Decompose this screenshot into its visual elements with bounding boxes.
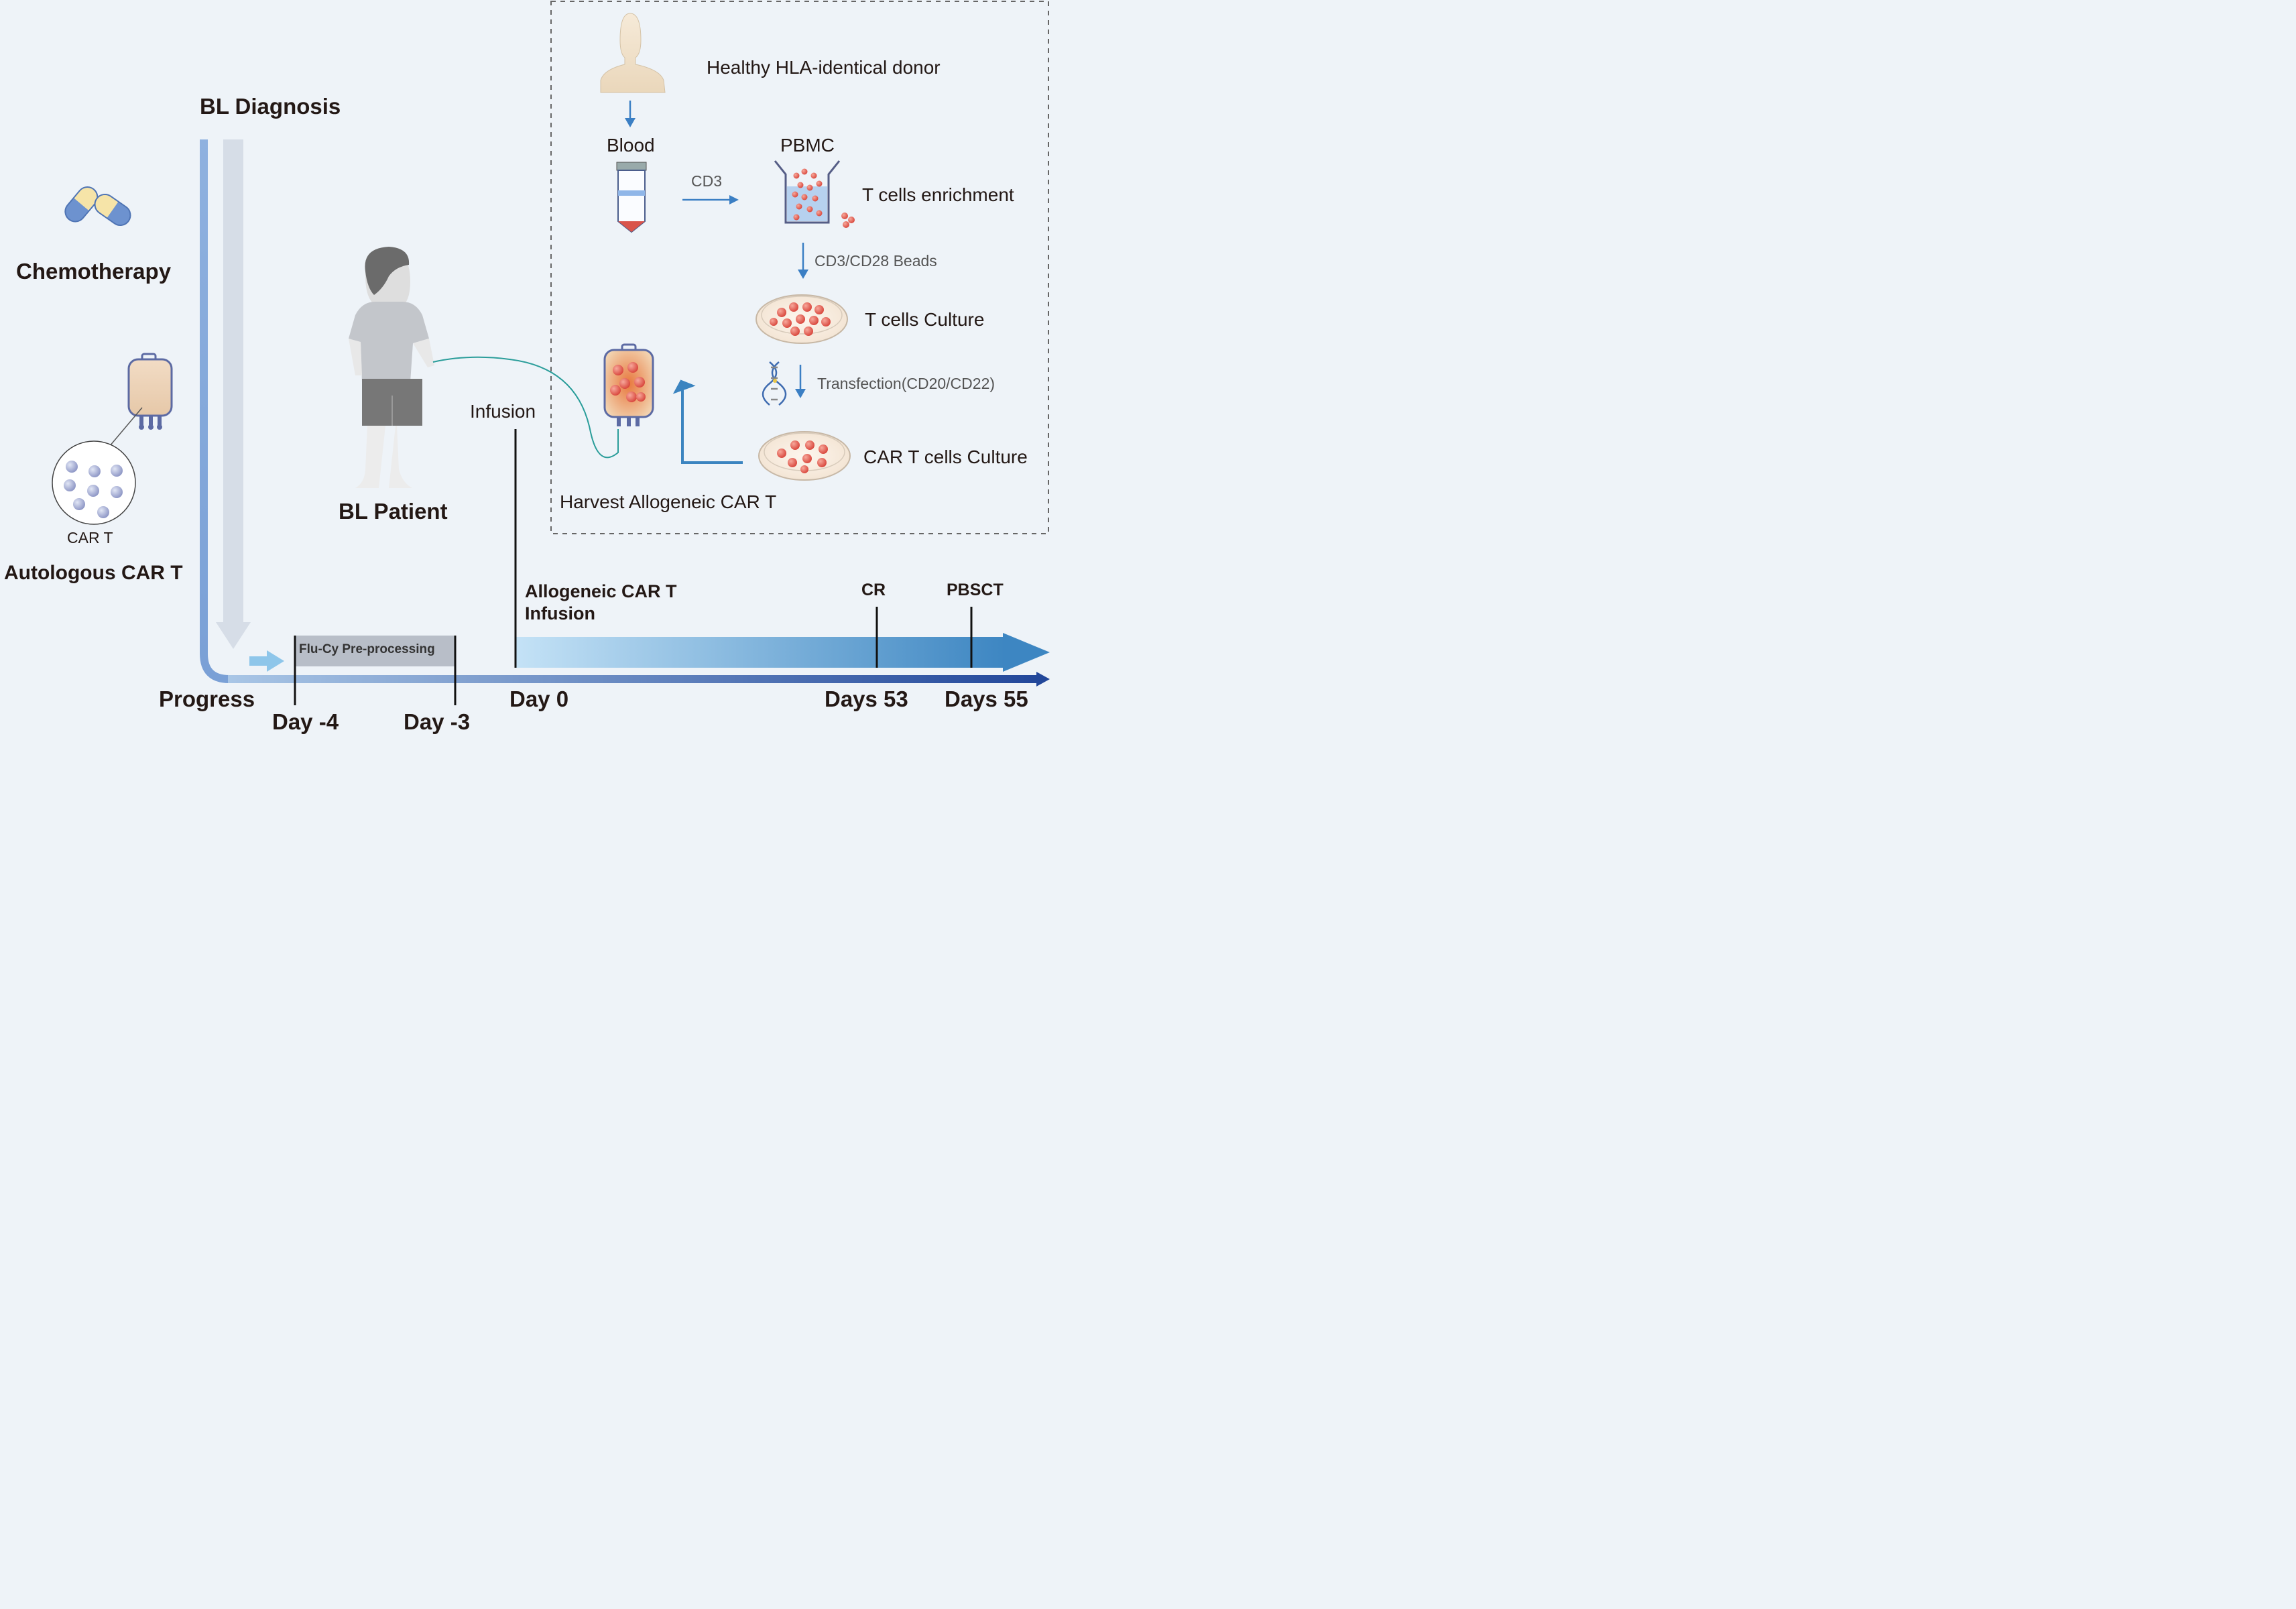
- bl-diagnosis-label: BL Diagnosis: [200, 94, 341, 119]
- pbmc-column-icon: [774, 160, 855, 228]
- donor-figure: [600, 13, 666, 93]
- timeline-axis: [200, 139, 1050, 687]
- pbsct-label: PBSCT: [947, 581, 1004, 599]
- donor-down-arrow: [625, 101, 636, 127]
- cr-label: CR: [861, 581, 886, 599]
- transfection-label: Transfection(CD20/CD22): [817, 375, 995, 392]
- pills-icon: [64, 186, 131, 227]
- harvest-label: Harvest Allogeneic CAR T: [560, 491, 777, 512]
- beads-arrow: [798, 243, 808, 279]
- day-minus-3-label: Day -3: [404, 709, 471, 734]
- day-minus-4-label: Day -4: [272, 709, 339, 734]
- autologous-car-t-label: Autologous CAR T: [4, 562, 183, 584]
- allogeneic-infusion-label-1: Allogeneic CAR T: [525, 581, 677, 601]
- manufacturing-box: [550, 1, 1049, 534]
- harvest-arrow: [681, 388, 743, 464]
- car-t-dish-icon: [758, 431, 851, 481]
- flu-cy-box: [295, 636, 455, 666]
- dna-highlight: [773, 379, 777, 383]
- car-t-magnified-icon: [52, 440, 136, 525]
- days-53-label: Days 53: [825, 687, 908, 711]
- car-t-culture-label: CAR T cells Culture: [863, 446, 1028, 467]
- diagnosis-down-arrow: [216, 139, 251, 649]
- t-cells-culture-label: T cells Culture: [865, 309, 985, 330]
- days-55-label: Days 55: [945, 687, 1028, 711]
- blood-label: Blood: [607, 135, 655, 156]
- cd3-arrow: [682, 195, 739, 204]
- allogeneic-bag-icon: [603, 343, 654, 426]
- progress-label: Progress: [159, 687, 255, 711]
- pbmc-label: PBMC: [780, 135, 835, 156]
- allogeneic-infusion-label-2: Infusion: [525, 603, 595, 623]
- infusion-label: Infusion: [470, 401, 536, 422]
- t-cell-enrichment-label: T cells enrichment: [862, 184, 1014, 205]
- cd3-label: CD3: [691, 172, 723, 190]
- day-0-label: Day 0: [509, 687, 569, 711]
- autologous-bag-icon: [105, 353, 173, 451]
- donor-label: Healthy HLA-identical donor: [707, 57, 941, 78]
- bl-patient-label: BL Patient: [339, 499, 448, 524]
- allogeneic-progress-arrow: [516, 633, 1050, 672]
- transfection-arrow: [795, 365, 806, 398]
- car-t-small-label: CAR T: [67, 529, 113, 546]
- beads-label: CD3/CD28 Beads: [814, 252, 937, 270]
- diagram-canvas: [52, 1, 1050, 705]
- chemotherapy-label: Chemotherapy: [16, 259, 172, 284]
- patient-figure: [349, 247, 434, 488]
- blood-tube-icon: [616, 162, 647, 233]
- iv-tube: [432, 356, 619, 459]
- t-cell-dish-icon: [756, 294, 848, 344]
- progress-arrow: [249, 650, 284, 672]
- dna-icon: [762, 361, 787, 406]
- flu-cy-label: Flu-Cy Pre-processing: [299, 642, 435, 656]
